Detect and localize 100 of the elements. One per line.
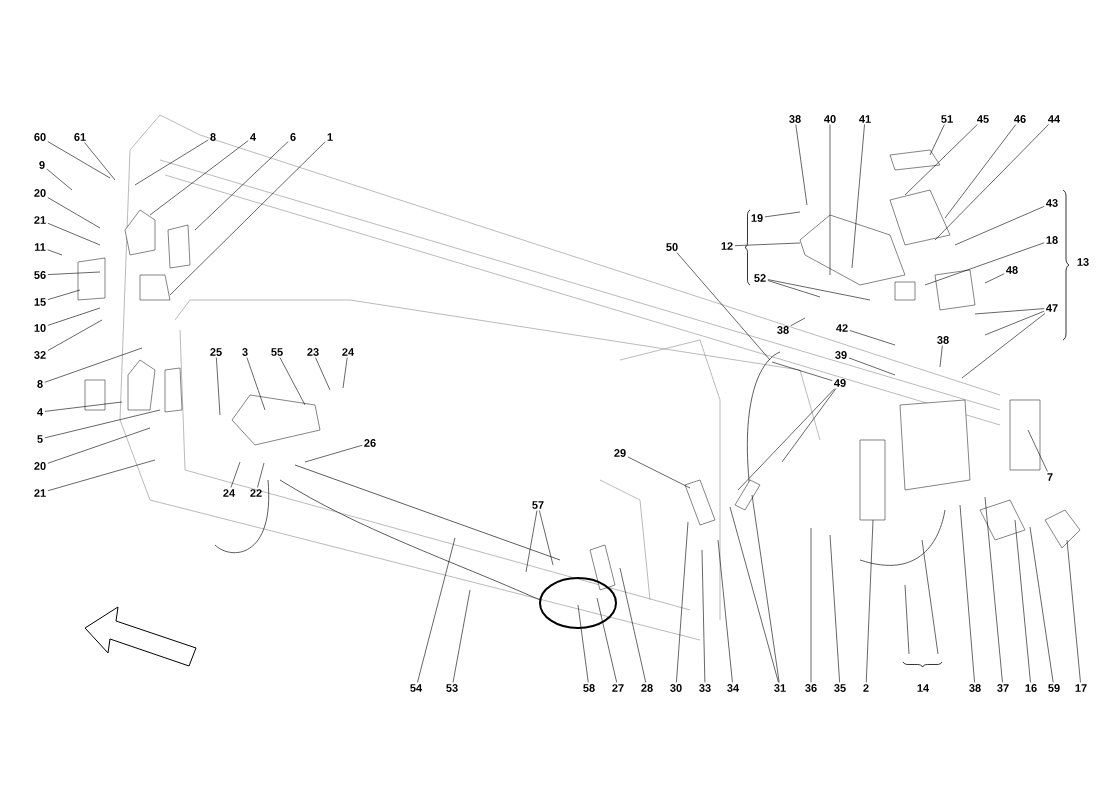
leader-line: [1029, 526, 1054, 683]
callout-number: 10: [34, 324, 46, 332]
leader-line: [829, 124, 831, 276]
callout-number: 40: [824, 115, 836, 123]
leader-line: [47, 249, 63, 256]
leader-line: [47, 271, 101, 275]
callout-number: 14: [917, 684, 930, 692]
callout-number: 60: [34, 133, 46, 141]
leader-line: [767, 280, 821, 298]
leader-line: [751, 494, 780, 683]
callout-number: 54: [410, 684, 423, 692]
callout-number: 12: [721, 242, 733, 250]
leader-line: [44, 347, 143, 383]
leader-line: [304, 444, 363, 463]
callout-number: 57: [532, 501, 544, 509]
callout-number: 21: [34, 216, 46, 224]
callout-number: 2: [863, 684, 869, 692]
callout-number: 13: [1077, 258, 1089, 266]
callout-number: 26: [364, 439, 376, 447]
leader-line: [246, 357, 266, 411]
leader-line: [764, 211, 801, 218]
callout-number: 16: [1025, 684, 1037, 692]
leader-line: [961, 313, 1046, 379]
leader-line: [539, 510, 554, 566]
callout-number: 50: [666, 243, 678, 251]
leader-line: [865, 519, 874, 683]
callout-number: 19: [751, 214, 763, 222]
leader-line: [701, 549, 706, 683]
leader-line: [1014, 519, 1031, 683]
leader-line: [47, 141, 111, 179]
leader-line: [984, 496, 1003, 683]
callout-number: 56: [34, 271, 46, 279]
callout-number: 20: [34, 189, 46, 197]
callout-number: 18: [1046, 236, 1058, 244]
leader-line: [230, 461, 241, 488]
leader-line: [44, 409, 161, 439]
leader-line: [44, 401, 123, 412]
callout-number: 47: [1046, 304, 1058, 312]
leader-line: [984, 310, 1045, 336]
callout-number: 8: [37, 380, 43, 388]
leader-line: [47, 222, 101, 246]
callout-number: 11: [34, 243, 46, 251]
callout-number: 31: [774, 684, 786, 692]
callout-number: 43: [1046, 199, 1058, 207]
callout-number: 49: [834, 379, 846, 387]
leader-line: [596, 597, 617, 683]
leader-line: [47, 197, 101, 229]
leader-line: [984, 273, 1005, 284]
callout-number: 34: [727, 684, 740, 692]
leader-line: [771, 361, 833, 381]
leader-line: [851, 124, 865, 269]
callout-number: 9: [39, 161, 45, 169]
leader-line: [279, 357, 306, 406]
leader-line: [47, 307, 101, 326]
callout-number: 38: [789, 115, 801, 123]
leader-line: [717, 539, 733, 683]
callout-number: 48: [1006, 266, 1018, 274]
callout-number: 4: [37, 408, 43, 416]
leader-line: [954, 206, 1045, 246]
leader-line: [767, 279, 871, 301]
callout-number: 38: [937, 336, 949, 344]
callout-number: 45: [977, 115, 989, 123]
callout-number: 27: [612, 684, 624, 692]
leader-line: [974, 308, 1045, 315]
leader-line: [452, 589, 471, 683]
callout-number: 30: [670, 684, 682, 692]
callout-number: 38: [777, 326, 789, 334]
leader-line: [810, 527, 812, 683]
leader-line: [619, 567, 647, 683]
callout-number: 8: [210, 133, 216, 141]
callout-number: 24: [342, 348, 355, 356]
leader-line: [795, 124, 808, 206]
callout-number: 6: [290, 133, 296, 141]
leader-line: [577, 604, 589, 683]
leader-line: [47, 427, 151, 464]
leader-line: [939, 345, 943, 368]
callout-number: 5: [37, 435, 43, 443]
leader-line: [46, 168, 73, 191]
leader-line: [934, 124, 1049, 241]
leader-line: [84, 142, 116, 181]
callout-number: 58: [583, 684, 595, 692]
callout-number: 61: [74, 133, 86, 141]
callout-number: 51: [941, 115, 953, 123]
leader-line: [829, 534, 840, 683]
leader-line: [315, 357, 331, 391]
callout-number: 55: [271, 348, 283, 356]
callout-number: 44: [1048, 115, 1061, 123]
callout-number: 59: [1048, 684, 1060, 692]
leader-line: [627, 456, 691, 489]
callout-number: 53: [446, 684, 458, 692]
leader-line: [525, 510, 538, 573]
leader-line: [1066, 539, 1081, 683]
callout-number: 28: [641, 684, 653, 692]
leader-line: [342, 357, 348, 389]
callout-number: 46: [1014, 115, 1026, 123]
callout-number: 38: [969, 684, 981, 692]
leader-line: [944, 124, 1017, 219]
callout-number: 7: [1047, 473, 1053, 481]
callout-number: 15: [34, 298, 46, 306]
callout-number: 33: [699, 684, 711, 692]
